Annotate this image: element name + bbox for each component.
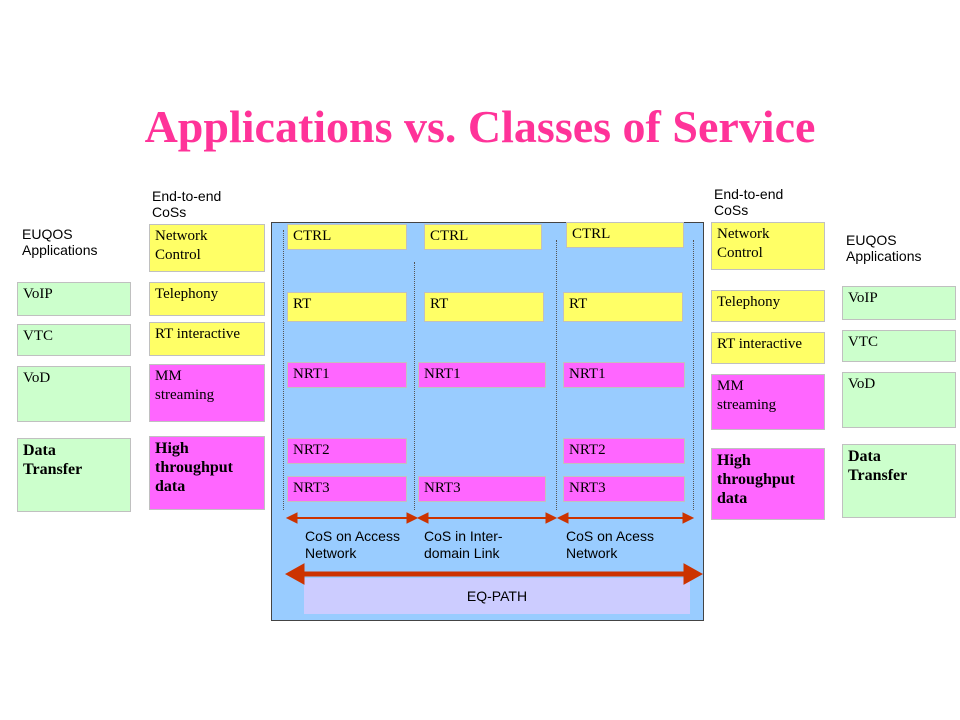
segment-access-left-label: CoS on Access Network (305, 528, 400, 561)
access-left-nrt2: NRT2 (287, 438, 407, 464)
right-cos-header: End-to-end CoSs (714, 186, 784, 218)
left-app-data-transfer: Data Transfer (17, 438, 131, 512)
right-apps-header: EUQOS Applications (846, 232, 922, 264)
right-cos-mm-streaming: MM streaming (711, 374, 825, 430)
left-cos-telephony: Telephony (149, 282, 265, 316)
left-cos-rt-interactive: RT interactive (149, 322, 265, 356)
interdomain-nrt3: NRT3 (418, 476, 546, 502)
left-cos-header: End-to-end CoSs (152, 188, 222, 220)
left-app-vod: VoD (17, 366, 131, 422)
interdomain-nrt1: NRT1 (418, 362, 546, 388)
segment-arrow-access-left (285, 512, 419, 524)
access-left-nrt1: NRT1 (287, 362, 407, 388)
access-left-nrt3: NRT3 (287, 476, 407, 502)
access-left-ctrl: CTRL (287, 224, 407, 250)
interdomain-ctrl: CTRL (424, 224, 542, 250)
interdomain-rt: RT (424, 292, 544, 322)
access-right-ctrl: CTRL (566, 222, 684, 248)
page-title: Applications vs. Classes of Service (144, 101, 816, 152)
network-panel (271, 222, 704, 621)
divider-line (693, 240, 694, 510)
eq-path-label: EQ-PATH (466, 588, 528, 604)
access-right-nrt3: NRT3 (563, 476, 685, 502)
right-app-data-transfer: Data Transfer (842, 444, 956, 518)
segment-access-right-label: CoS on Acess Network (566, 528, 654, 561)
divider-line (283, 230, 284, 510)
left-apps-header: EUQOS Applications (22, 226, 98, 258)
right-app-vod: VoD (842, 372, 956, 428)
eq-path-box (304, 578, 690, 614)
right-cos-rt-interactive: RT interactive (711, 332, 825, 364)
access-right-rt: RT (563, 292, 683, 322)
right-cos-high-throughput: High throughput data (711, 448, 825, 520)
divider-line (414, 262, 415, 510)
left-cos-network-control: Network Control (149, 224, 265, 272)
segment-arrow-access-right (556, 512, 695, 524)
access-right-nrt2: NRT2 (563, 438, 685, 464)
access-right-nrt1: NRT1 (563, 362, 685, 388)
left-app-vtc: VTC (17, 324, 131, 356)
segment-arrow-interdomain (416, 512, 558, 524)
divider-line (556, 240, 557, 510)
right-cos-telephony: Telephony (711, 290, 825, 322)
right-cos-network-control: Network Control (711, 222, 825, 270)
right-app-vtc: VTC (842, 330, 956, 362)
left-cos-mm-streaming: MM streaming (149, 364, 265, 422)
segment-interdomain-label: CoS in Inter- domain Link (424, 528, 503, 561)
right-app-voip: VoIP (842, 286, 956, 320)
left-cos-high-throughput: High throughput data (149, 436, 265, 510)
access-left-rt: RT (287, 292, 407, 322)
left-app-voip: VoIP (17, 282, 131, 316)
eq-path-arrow (284, 563, 704, 585)
